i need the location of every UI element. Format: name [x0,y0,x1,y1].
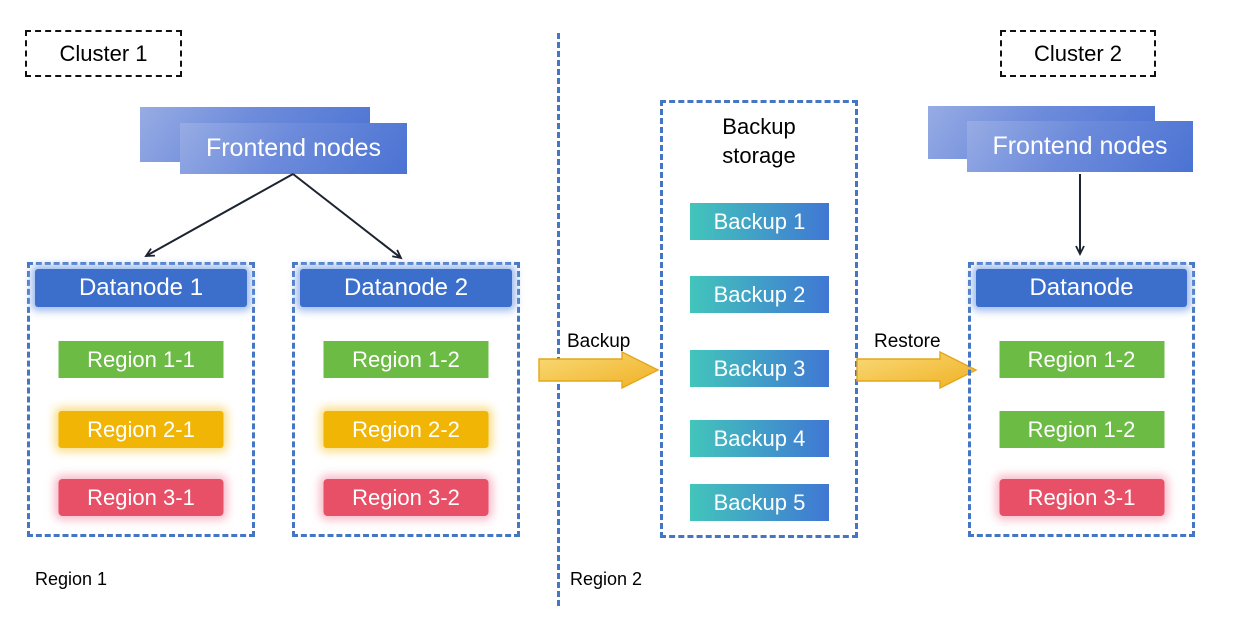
frontend-nodes-box: Frontend nodes [967,121,1193,172]
backup-item: Backup 1 [690,203,829,240]
restore-arrow [856,350,978,390]
datanode2-box: Datanode 2 Region 1-2 Region 2-2 Region … [292,262,520,537]
backup-storage-title: Backup storage [722,114,796,169]
region-chip: Region 3-1 [999,479,1164,516]
backup-arrow [538,350,660,390]
backup-item: Backup 2 [690,276,829,313]
restore-arrow-label: Restore [874,331,941,352]
cluster1-label: Cluster 1 [25,30,182,77]
cluster2-datanode-box: Datanode Region 1-2 Region 1-2 Region 3-… [968,262,1195,537]
datanode2-title: Datanode 2 [300,269,512,307]
cluster2-datanode-title: Datanode [976,269,1187,307]
region-chip: Region 2-2 [323,411,489,448]
backup-item: Backup 5 [690,484,829,521]
region-chip: Region 1-2 [999,411,1164,448]
region-chip: Region 3-1 [58,479,224,516]
backup-storage-box: Backup storage Backup 1 Backup 2 Backup … [660,100,858,538]
region-chip: Region 2-1 [58,411,224,448]
backup-item: Backup 3 [690,350,829,387]
region-separator-line [557,33,560,606]
region-chip: Region 1-1 [58,341,224,378]
datanode1-box: Datanode 1 Region 1-1 Region 2-1 Region … [27,262,255,537]
cluster2-label: Cluster 2 [1000,30,1156,77]
region-chip: Region 1-2 [323,341,489,378]
region1-footer-label: Region 1 [35,569,108,589]
region2-footer-label: Region 2 [570,569,643,589]
datanode1-title: Datanode 1 [35,269,247,307]
backup-arrow-label: Backup [567,331,631,352]
region-chip: Region 3-2 [323,479,489,516]
frontend-nodes-box: Frontend nodes [180,123,407,174]
backup-item: Backup 4 [690,420,829,457]
region-chip: Region 1-2 [999,341,1164,378]
